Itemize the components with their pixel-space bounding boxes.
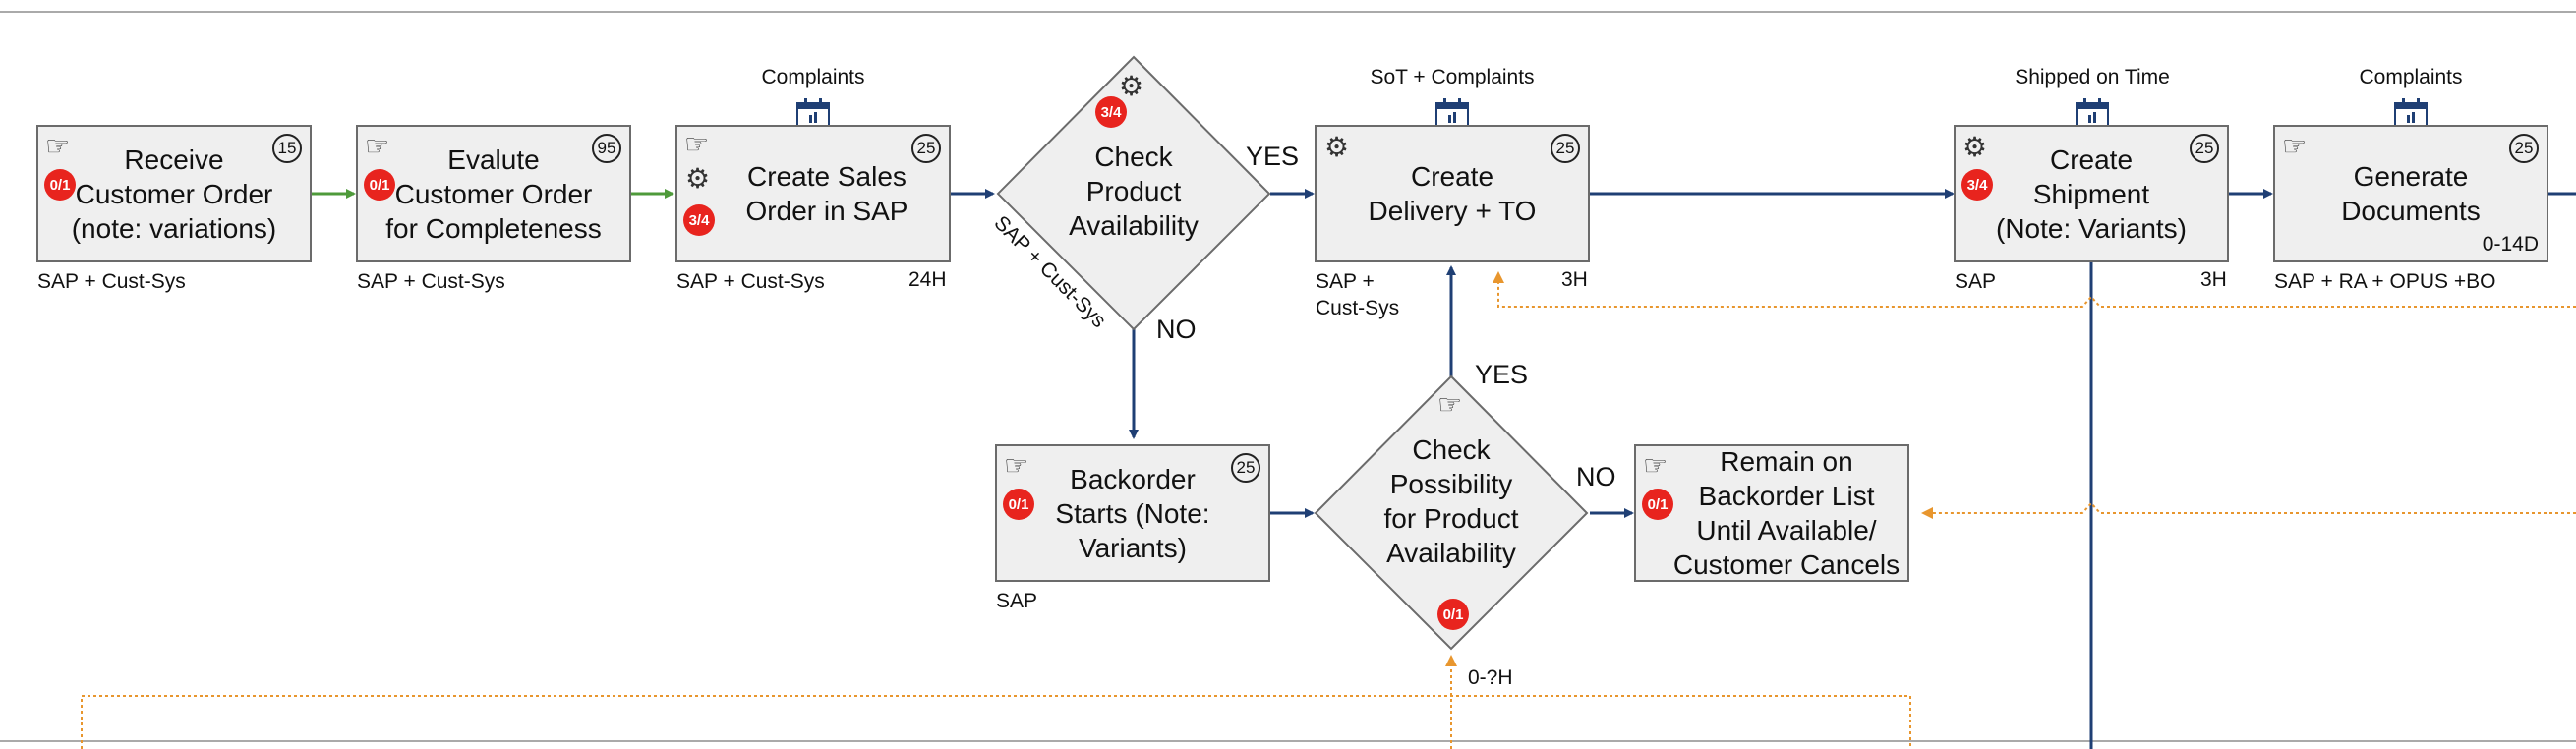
- gear-icon: ⚙: [1962, 132, 1988, 162]
- check-availability-diamond: [996, 55, 1271, 331]
- cycle-time-icon: 25: [2507, 132, 2541, 165]
- create-shipment-system: SAP: [1955, 270, 1997, 293]
- yes-label: YES: [1475, 360, 1529, 389]
- backorder-box[interactable]: Backorder Starts (Note: Variants): [995, 444, 1270, 582]
- evaluate-order-box[interactable]: Evalute Customer Order for Completeness: [356, 125, 631, 262]
- receive-order-box[interactable]: Receive Customer Order (note: variations…: [36, 125, 312, 262]
- yes-label: YES: [1246, 142, 1300, 171]
- cycle-time-value: 25: [1236, 458, 1256, 477]
- cycle-time-icon: 25: [2188, 132, 2221, 165]
- generate-documents-system: SAP + RA + OPUS +BO: [2274, 270, 2496, 293]
- frequency-badge: 3/4: [683, 204, 715, 236]
- manual-hand-icon: ☞: [1004, 450, 1029, 481]
- frequency-badge: 0/1: [364, 169, 395, 201]
- kpi-calendar-icon: [1435, 98, 1469, 128]
- cycle-time-value: 25: [2195, 139, 2214, 157]
- create-delivery-duration: 3H: [1561, 268, 1588, 291]
- kpi-label: Complaints: [761, 66, 865, 88]
- kpi-calendar-icon: [2394, 98, 2428, 128]
- frequency-badge: 0/1: [1437, 599, 1469, 630]
- gear-icon: ⚙: [1119, 71, 1144, 101]
- evaluate-order-label: Evalute Customer Order for Completeness: [385, 144, 602, 244]
- create-delivery-box[interactable]: Create Delivery + TO: [1315, 125, 1590, 262]
- manual-hand-icon: ☞: [365, 131, 390, 161]
- cycle-time-icon: 95: [590, 132, 623, 165]
- receive-order-label: Receive Customer Order (note: variations…: [71, 144, 277, 244]
- no-label: NO: [1156, 315, 1197, 344]
- check-possibility-diamond: [1314, 374, 1589, 651]
- manual-hand-icon: ☞: [684, 129, 710, 159]
- check-availability-label: Check Product Availability: [1069, 142, 1199, 241]
- create-sales-order-label: Create Sales Order in SAP: [745, 161, 908, 226]
- create-shipment-box[interactable]: Create Shipment (Note: Variants): [1954, 125, 2229, 262]
- cycle-time-icon: 15: [270, 132, 304, 165]
- create-shipment-label: Create Shipment (Note: Variants): [1996, 144, 2187, 244]
- gear-icon: ⚙: [1324, 132, 1350, 162]
- generate-documents-duration: 0-14D: [2482, 233, 2539, 256]
- create-delivery-system: SAP + Cust-Sys: [1316, 270, 1400, 319]
- generate-documents-label: Generate Documents: [2341, 161, 2481, 226]
- cycle-time-value: 25: [1555, 139, 1575, 157]
- manual-hand-icon: ☞: [1643, 450, 1669, 481]
- backorder-label: Backorder Starts (Note: Variants): [1055, 463, 1210, 563]
- cycle-time-value: 15: [277, 139, 297, 157]
- frequency-badge: 3/4: [1961, 169, 1993, 201]
- cycle-time-value: 25: [916, 139, 936, 157]
- check-possibility-duration: 0-?H: [1468, 666, 1513, 689]
- kpi-label: SoT + Complaints: [1370, 66, 1535, 88]
- cycle-time-value: 95: [597, 139, 616, 157]
- create-delivery-label: Create Delivery + TO: [1368, 161, 1537, 226]
- frequency-badge: 0/1: [1003, 489, 1034, 520]
- backorder-system: SAP: [996, 590, 1038, 612]
- cycle-time-icon: 25: [1549, 132, 1582, 165]
- kpi-calendar-icon: [796, 98, 830, 128]
- feedback-line-bottom: [81, 695, 1911, 749]
- gear-icon: ⚙: [685, 163, 711, 194]
- cycle-time-icon: 25: [909, 132, 943, 165]
- kpi-label: Shipped on Time: [2015, 66, 2170, 88]
- manual-hand-icon: ☞: [2282, 131, 2308, 161]
- frequency-badge: 0/1: [44, 169, 76, 201]
- frequency-badge: 0/1: [1642, 489, 1673, 520]
- create-shipment-duration: 3H: [2200, 268, 2227, 291]
- no-label: NO: [1576, 462, 1616, 491]
- check-possibility-label: Check Possibility for Product Availabili…: [1383, 434, 1519, 568]
- remain-backorder-label: Remain on Backorder List Until Available…: [1672, 446, 1901, 580]
- frequency-badge: 3/4: [1095, 96, 1127, 128]
- create-sales-order-box[interactable]: Create Sales Order in SAP: [675, 125, 951, 262]
- feedback-line-top: [1493, 271, 2576, 308]
- kpi-label: Complaints: [2359, 66, 2463, 88]
- manual-hand-icon: ☞: [1437, 389, 1463, 420]
- create-sales-order-system: SAP + Cust-Sys: [676, 270, 825, 293]
- evaluate-order-system: SAP + Cust-Sys: [357, 270, 505, 293]
- create-sales-order-duration: 24H: [908, 268, 947, 291]
- cycle-time-value: 25: [2514, 139, 2534, 157]
- kpi-calendar-icon: [2076, 98, 2109, 128]
- receive-order-system: SAP + Cust-Sys: [37, 270, 186, 293]
- feedback-line-middle: [1921, 501, 2576, 519]
- manual-hand-icon: ☞: [45, 131, 71, 161]
- generate-documents-box[interactable]: Generate Documents 0-14D: [2273, 125, 2548, 262]
- remain-backorder-box[interactable]: Remain on Backorder List Until Available…: [1634, 444, 1909, 582]
- cycle-time-icon: 25: [1229, 451, 1262, 485]
